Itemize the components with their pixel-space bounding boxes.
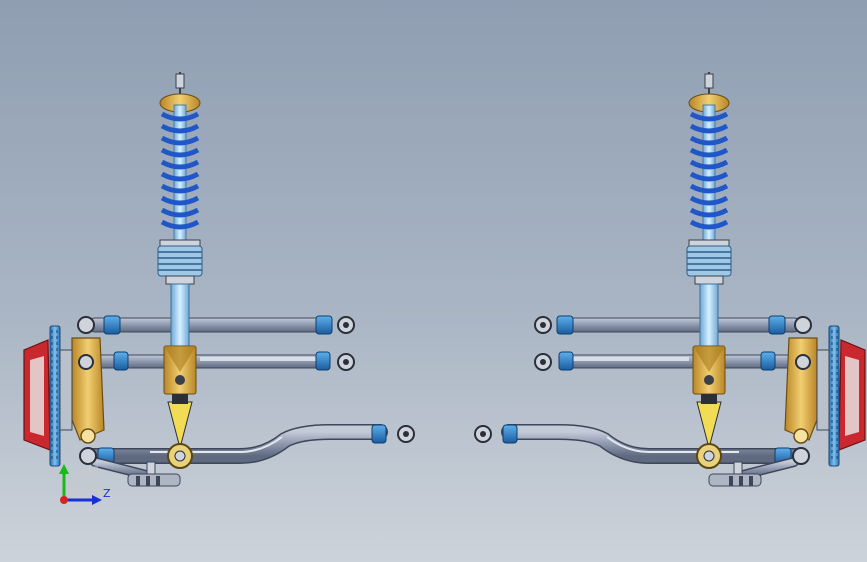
coordinate-triad-icon: Z — [59, 464, 111, 505]
left-suspension-assembly[interactable] — [24, 72, 414, 486]
z-axis-label: Z — [103, 487, 111, 500]
right-suspension-assembly[interactable] — [475, 72, 865, 486]
